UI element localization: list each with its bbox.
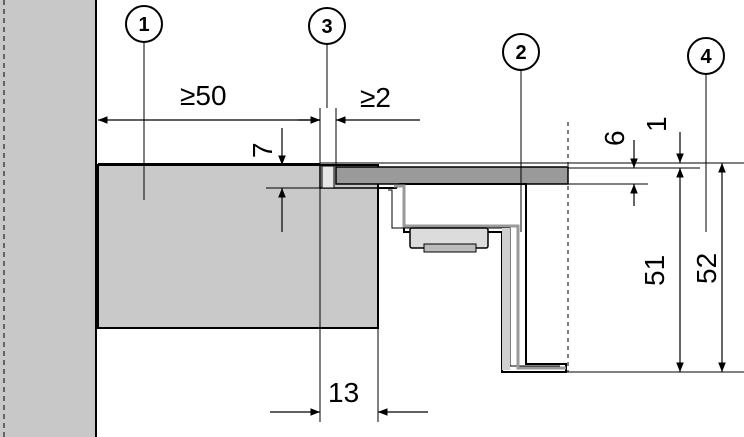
callout-2-number: 2 (515, 42, 526, 64)
dim-2-label: ≥2 (360, 82, 391, 113)
dim-50-label: ≥50 (180, 80, 227, 111)
callout-4-number: 4 (700, 46, 712, 68)
dim-13-label: 13 (328, 377, 359, 408)
callout-3: 3 (308, 7, 346, 45)
callout-2: 2 (502, 33, 540, 71)
wall (0, 0, 96, 437)
dim-7-label: 7 (247, 142, 278, 158)
cabinet-panel (97, 164, 379, 329)
callout-3-number: 3 (321, 16, 332, 38)
bracket-inner (388, 189, 560, 367)
dim-52-label: 52 (691, 253, 722, 284)
worktop-board (335, 166, 569, 185)
callout-1-number: 1 (138, 14, 149, 36)
edge-detail (321, 165, 335, 189)
callout-1: 1 (125, 5, 163, 43)
fixing-clip-lower (423, 243, 477, 253)
cabinet-top-strip (98, 163, 320, 166)
bracket-outer (378, 183, 567, 373)
dim-6-label: 6 (599, 130, 630, 146)
dim-51-label: 51 (639, 255, 670, 286)
bracket-profile (394, 184, 566, 370)
dim-1-label: 1 (641, 116, 672, 132)
bracket-fill (502, 228, 510, 370)
callout-4: 4 (687, 37, 725, 75)
